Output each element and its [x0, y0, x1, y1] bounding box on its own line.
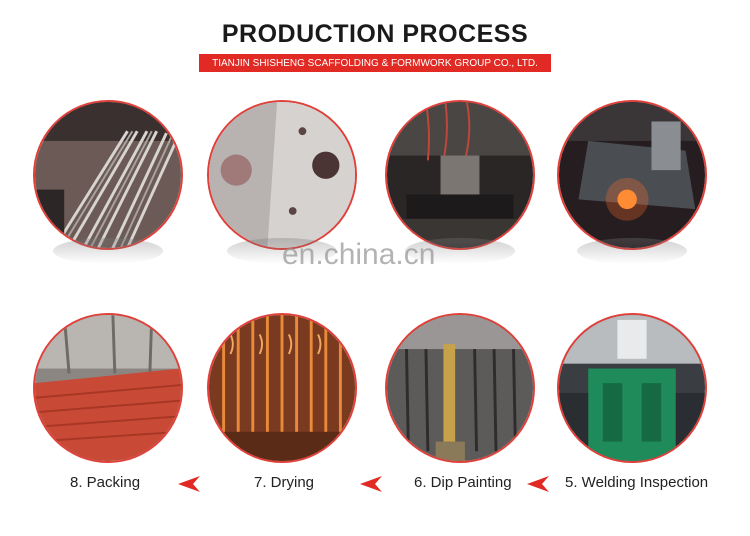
photo-welding-inspection [557, 313, 707, 463]
photo-steel-plates [207, 100, 357, 250]
watermark-text: en.china.cn [282, 238, 436, 271]
company-name: TIANJIN SHISHENG SCAFFOLDING & FORMWORK … [212, 57, 538, 69]
photo-reflection [227, 238, 337, 264]
photo-reflection [577, 238, 687, 264]
photo-dip-painting [385, 313, 535, 463]
photo-welding [557, 100, 707, 250]
photo-steel-pipes [33, 100, 183, 250]
photo-galvanizing-line [385, 100, 535, 250]
photo-drying [207, 313, 357, 463]
photo-packing [33, 313, 183, 463]
step-label-drying: 7. Drying [254, 474, 315, 491]
left-arrow-icon [360, 476, 382, 492]
company-banner: TIANJIN SHISHENG SCAFFOLDING & FORMWORK … [199, 54, 551, 72]
step-label-dip-painting: 6. Dip Painting [414, 474, 512, 491]
page-title: PRODUCTION PROCESS [221, 20, 529, 48]
photo-reflection [53, 238, 163, 264]
step-label-packing: 8. Packing [70, 474, 141, 491]
left-arrow-icon [527, 476, 549, 492]
step-label-welding-inspection: 5. Welding Inspection [565, 474, 709, 491]
left-arrow-icon [178, 476, 200, 492]
photo-reflection [405, 238, 515, 264]
